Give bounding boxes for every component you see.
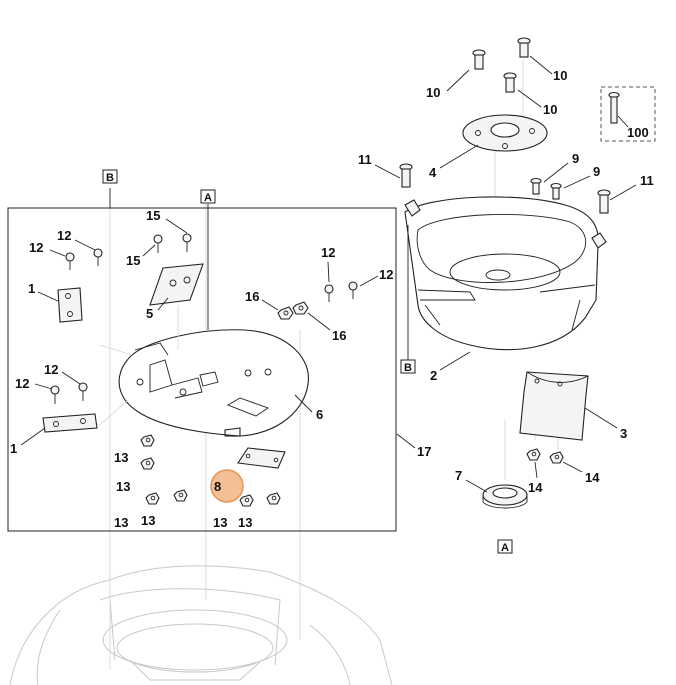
callout-7: 7 bbox=[455, 468, 462, 483]
nut-14-b bbox=[549, 451, 564, 464]
nut-13-b bbox=[140, 457, 155, 470]
callout-13: 13 bbox=[238, 515, 252, 530]
callout-2: 2 bbox=[430, 368, 437, 383]
screw-15-a bbox=[153, 234, 163, 253]
leader-lines bbox=[20, 55, 637, 493]
screw-100 bbox=[608, 91, 620, 124]
svg-text:A: A bbox=[204, 192, 212, 204]
screw-10-b bbox=[517, 37, 531, 58]
callout-4: 4 bbox=[429, 165, 437, 180]
callout-9: 9 bbox=[572, 151, 579, 166]
callout-13: 13 bbox=[213, 515, 227, 530]
screw-12-e bbox=[324, 284, 334, 302]
callout-13: 13 bbox=[114, 450, 128, 465]
callout-12: 12 bbox=[57, 228, 71, 243]
screw-12-d bbox=[78, 382, 88, 401]
nut-13-e bbox=[239, 494, 254, 507]
nut-13-f bbox=[266, 492, 281, 505]
callout-12: 12 bbox=[379, 267, 393, 282]
screw-12-a bbox=[65, 252, 75, 270]
callout-14: 14 bbox=[585, 470, 600, 485]
svg-text:A: A bbox=[501, 542, 509, 554]
nut-16-a bbox=[277, 306, 294, 320]
callout-12: 12 bbox=[29, 240, 43, 255]
callout-9: 9 bbox=[593, 164, 600, 179]
screw-12-b bbox=[93, 248, 103, 266]
callout-17: 17 bbox=[417, 444, 431, 459]
screw-11-b bbox=[597, 189, 611, 214]
view-marker-A-bottom: A bbox=[497, 539, 513, 554]
callout-13: 13 bbox=[141, 513, 155, 528]
ring-7 bbox=[482, 484, 528, 509]
callout-1: 1 bbox=[10, 441, 17, 456]
svg-text:B: B bbox=[404, 362, 412, 374]
screw-9-a bbox=[530, 177, 542, 195]
screw-12-c bbox=[50, 385, 60, 404]
callout-3: 3 bbox=[620, 426, 627, 441]
callout-14: 14 bbox=[528, 480, 543, 495]
callout-10: 10 bbox=[426, 85, 440, 100]
callout-12: 12 bbox=[44, 362, 58, 377]
callout-6: 6 bbox=[316, 407, 323, 422]
screws-left bbox=[50, 233, 358, 404]
bracket-5 bbox=[149, 263, 204, 350]
callout-13: 13 bbox=[116, 479, 130, 494]
guide-3 bbox=[519, 371, 589, 441]
view-marker-A-top: A bbox=[200, 189, 216, 204]
ghost-housing bbox=[9, 565, 393, 685]
screw-9-b bbox=[550, 182, 562, 200]
baffle-plate-6 bbox=[99, 329, 309, 437]
screw-10-c bbox=[503, 72, 517, 93]
callout-5: 5 bbox=[146, 306, 153, 321]
callout-16: 16 bbox=[332, 328, 346, 343]
plate-1-lower bbox=[42, 413, 98, 433]
screw-11-a bbox=[399, 163, 413, 188]
nut-16-b bbox=[292, 301, 309, 315]
callout-12: 12 bbox=[321, 245, 335, 260]
view-marker-B-top: B bbox=[102, 169, 118, 184]
nut-13-d bbox=[173, 489, 188, 502]
assembly-frame-17 bbox=[7, 207, 397, 532]
callout-labels: 10 10 10 100 4 11 9 9 11 2 3 7 14 14 15 … bbox=[10, 68, 654, 530]
plate-1-upper bbox=[57, 287, 83, 323]
screws-right bbox=[399, 37, 620, 464]
nut-13-a bbox=[140, 434, 155, 447]
callout-100: 100 bbox=[627, 125, 649, 140]
nuts bbox=[140, 301, 309, 507]
callout-13: 13 bbox=[114, 515, 128, 530]
svg-text:B: B bbox=[106, 172, 114, 184]
callout-15: 15 bbox=[126, 253, 140, 268]
callout-8: 8 bbox=[214, 479, 221, 494]
callout-10: 10 bbox=[543, 102, 557, 117]
callout-12: 12 bbox=[15, 376, 29, 391]
screw-12-f bbox=[348, 281, 358, 299]
screw-10-a bbox=[472, 49, 486, 70]
callout-16: 16 bbox=[245, 289, 259, 304]
plate-8 bbox=[237, 447, 286, 469]
nut-13-c bbox=[145, 492, 160, 505]
callout-11: 11 bbox=[358, 152, 372, 167]
callout-15: 15 bbox=[146, 208, 160, 223]
housing-2 bbox=[404, 196, 607, 351]
highlight-marker-8[interactable] bbox=[210, 469, 244, 503]
nut-14-a bbox=[526, 448, 541, 461]
plate-4 bbox=[462, 114, 548, 152]
callout-10: 10 bbox=[553, 68, 567, 83]
optional-part-box-100 bbox=[600, 86, 656, 142]
view-marker-B-right: B bbox=[400, 359, 416, 374]
screw-15-b bbox=[182, 233, 192, 252]
callout-1: 1 bbox=[28, 281, 35, 296]
callout-11: 11 bbox=[640, 173, 654, 188]
